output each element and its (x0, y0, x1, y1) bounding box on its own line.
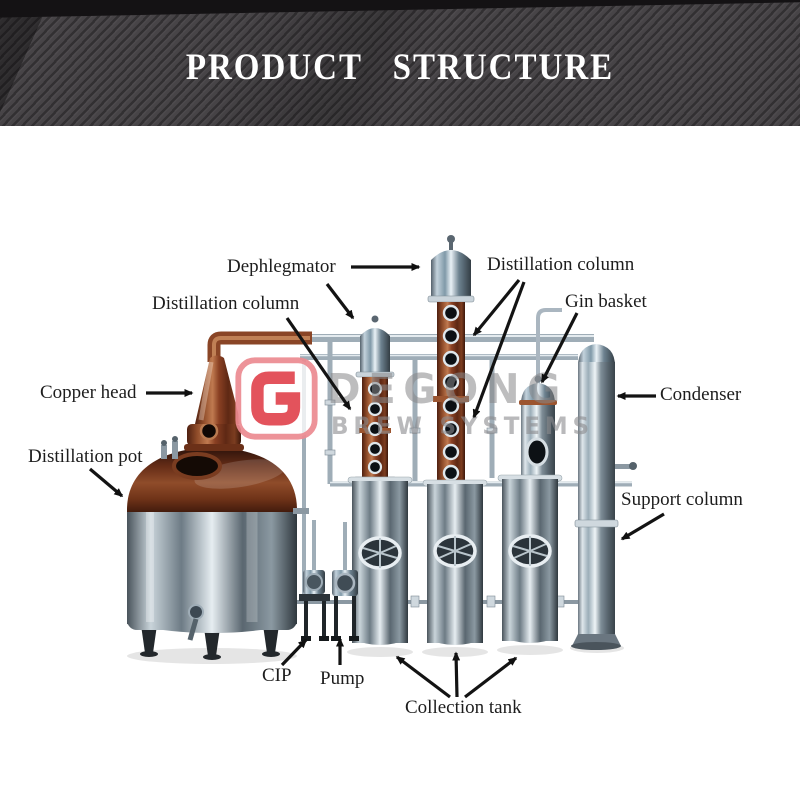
header-banner: PRODUCT STRUCTURE (0, 0, 800, 126)
arrow-distillation-pot (88, 467, 124, 498)
distillation-pot (127, 436, 309, 660)
pot-valve (187, 604, 204, 641)
arrow-collection-2 (452, 651, 461, 698)
distillation-column-1 (353, 315, 397, 484)
label-gin-basket: Gin basket (565, 291, 647, 312)
arrow-collection-1 (395, 655, 451, 699)
arrow-collection-3 (464, 656, 518, 699)
cip-unit (299, 570, 330, 641)
watermark-tagline: BREW SYSTEMS (331, 412, 594, 440)
arrow-column-left (285, 317, 352, 411)
pot-legs (140, 625, 280, 660)
pot-manhole (172, 452, 222, 480)
label-collection-tank: Collection tank (405, 697, 522, 718)
copper-head (184, 355, 244, 451)
label-pump: Pump (320, 668, 365, 689)
condenser-column (571, 344, 637, 650)
arrow-column-top-a (472, 278, 521, 337)
label-condenser: Condenser (660, 384, 742, 405)
sight-glass (525, 437, 549, 467)
page-title: PRODUCT STRUCTURE (185, 47, 615, 89)
logo-g-glyph (251, 371, 301, 426)
label-distillation-pot: Distillation pot (28, 446, 143, 467)
gin-basket-column (516, 375, 560, 483)
pump-unit (331, 570, 359, 641)
pot-dome (127, 447, 297, 512)
degong-logo (235, 357, 318, 440)
collection-tank-2 (422, 479, 488, 645)
head-cone (195, 355, 241, 424)
watermark-brand: DEGONG (327, 366, 568, 414)
arrow-dephlegmator-diag (325, 283, 355, 320)
pot-fittings (161, 436, 309, 514)
collection-tank-3 (497, 474, 563, 643)
arrow-column-top-b (472, 281, 526, 419)
distillation-column-2 (427, 235, 475, 488)
dephlegmator-drum (431, 250, 471, 298)
collection-tank-1 (347, 476, 413, 645)
arrow-cip (280, 638, 308, 667)
pot-body (127, 500, 297, 630)
label-copper-head: Copper head (40, 382, 137, 403)
arrow-gin-basket (540, 312, 579, 384)
label-support-column: Support column (621, 489, 743, 510)
arrow-support-column (620, 512, 665, 541)
label-dephlegmator: Dephlegmator (227, 256, 336, 277)
label-cip: CIP (262, 665, 292, 686)
label-distillation-column-top: Distillation column (487, 254, 635, 275)
label-distillation-column-left: Distillation column (152, 293, 300, 314)
